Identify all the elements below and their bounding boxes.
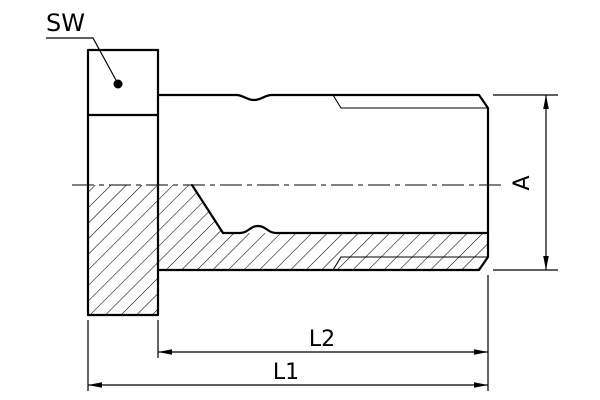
dimension-l2: L2 <box>157 275 489 391</box>
bore-cone-line <box>190 183 225 235</box>
body-outline <box>156 93 490 272</box>
dimension-a: A <box>493 94 558 271</box>
dim-l1-label: L1 <box>273 360 299 385</box>
sw-marker-dot <box>113 79 123 89</box>
dim-a-label: A <box>510 175 535 190</box>
hex-head-outline <box>86 48 160 317</box>
thread-root-bottom-line <box>332 256 488 271</box>
dimension-l1: L1 <box>87 320 488 391</box>
bore <box>190 183 490 235</box>
thread-lines <box>332 94 488 271</box>
dim-l2-label: L2 <box>309 327 335 352</box>
sw-leader-line <box>46 37 118 83</box>
hex-head <box>86 48 160 317</box>
sw-label: SW <box>46 9 85 37</box>
sw-callout: SW <box>46 9 123 89</box>
head-section-hatch <box>88 185 158 315</box>
thread-root-top-line <box>332 94 488 109</box>
section-hatching <box>88 185 488 315</box>
bore-line <box>221 224 490 235</box>
body-section-hatch <box>158 185 488 270</box>
